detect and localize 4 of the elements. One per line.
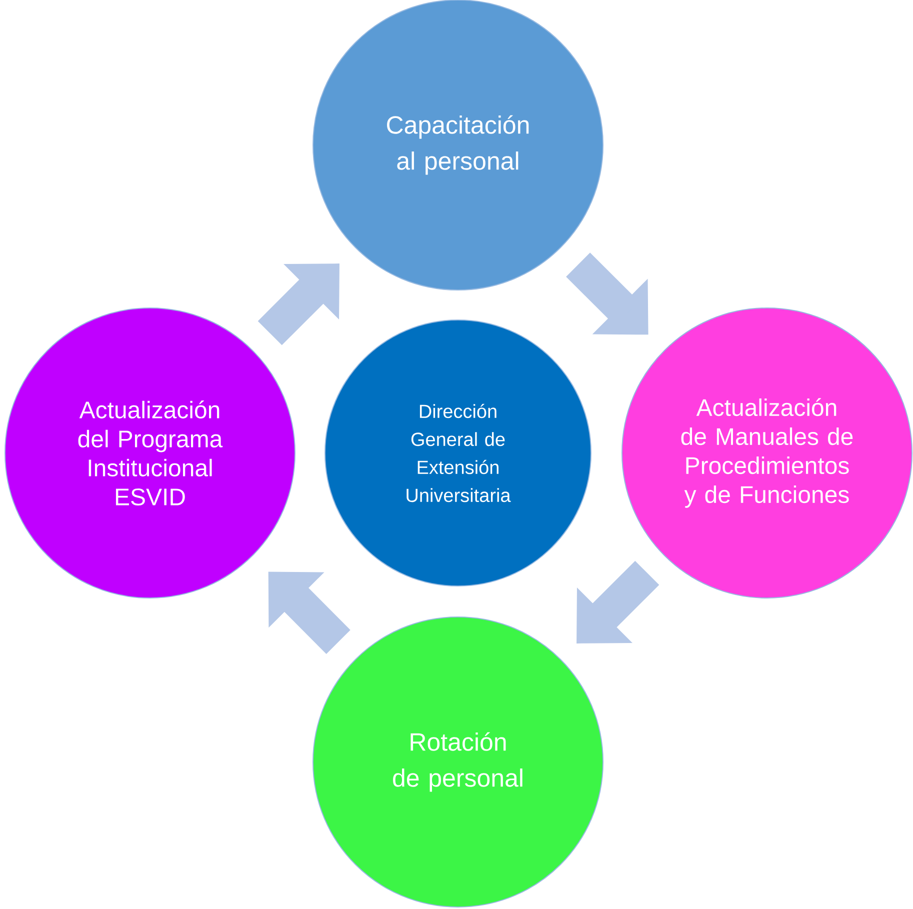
block-arrow	[576, 560, 660, 644]
block-arrow	[566, 252, 648, 335]
block-arrow	[268, 572, 350, 654]
block-arrow	[258, 264, 340, 346]
